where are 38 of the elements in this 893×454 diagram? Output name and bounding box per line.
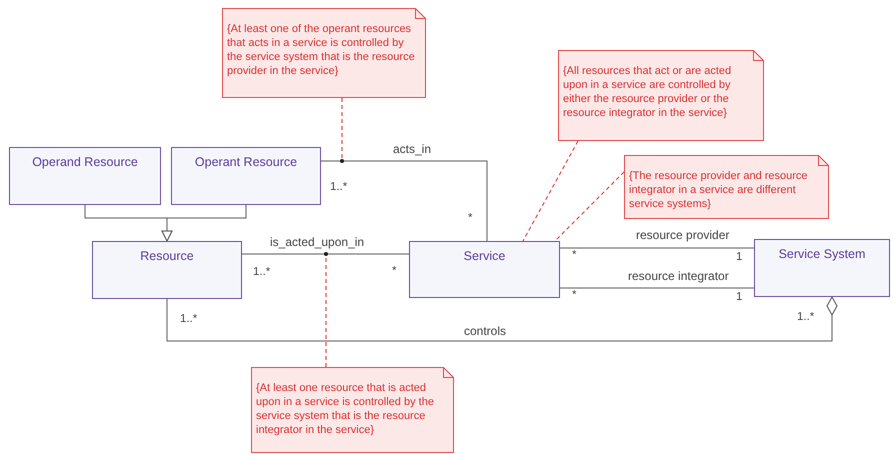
multiplicity-label: *	[392, 265, 396, 277]
class-name: Operand Resource	[31, 155, 139, 169]
generalization-arrow	[162, 204, 246, 242]
note-text: {The resource provider and resource integrator in a service are different service systems}	[629, 169, 809, 211]
multiplicity-label: *	[572, 249, 576, 261]
class-box	[92, 241, 242, 299]
class-name: Service	[462, 249, 506, 263]
edge-label: resource integrator	[628, 270, 729, 283]
note-box	[624, 155, 829, 219]
multiplicity-label: 1	[736, 251, 742, 263]
multiplicity-label: 1..*	[330, 181, 348, 193]
multiplicity-label: *	[468, 212, 472, 224]
edge-label: acts_in	[393, 143, 432, 156]
multiplicity-label: 1..*	[797, 311, 814, 323]
multiplicity-label: 1	[736, 291, 742, 303]
class-name: Service System	[778, 247, 866, 261]
class-box	[409, 241, 560, 298]
note-text: {At least one of the operant resources that acts in a service is controlled by the service system that is the resource provider in the service}	[227, 22, 416, 78]
class-name: Operant Resource	[194, 155, 298, 169]
note-box	[558, 50, 764, 141]
aggregation-line	[166, 296, 838, 342]
multiplicity-label: 1..*	[253, 266, 270, 278]
note-box	[222, 8, 426, 98]
class-box	[171, 147, 321, 205]
class-box	[754, 239, 890, 297]
edge-label: resource provider	[636, 229, 730, 242]
multiplicity-label: *	[572, 289, 576, 301]
note-text: {At least one resource that is acted upon in a service is controlled by the service system that is the resource integrator in the service}	[256, 381, 435, 437]
class-box	[9, 147, 161, 205]
leader-line	[522, 140, 578, 242]
multiplicity-label: 1..*	[180, 313, 198, 325]
leader-line	[554, 172, 624, 242]
edge-label: is_acted_upon_in	[270, 236, 364, 249]
note-text: {All resources that act or are acted upon in a service are controlled by either the resource provider or the resource integrator in the service}	[563, 64, 732, 120]
edge-label: controls	[464, 325, 506, 338]
note-box	[251, 367, 454, 453]
association-line	[320, 160, 488, 242]
class-name: Resource	[139, 249, 195, 263]
